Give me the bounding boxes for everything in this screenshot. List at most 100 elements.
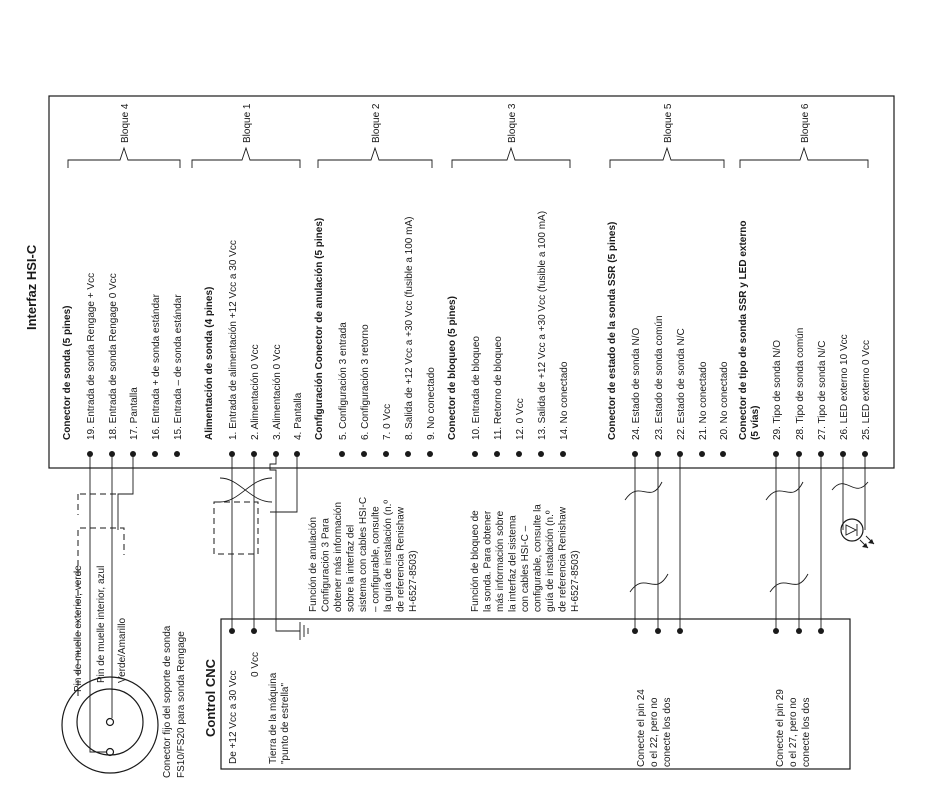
- label-supply: De +12 Vcc a 30 Vcc: [228, 670, 239, 764]
- pin-label: 7. 0 Vcc: [382, 404, 393, 440]
- pin-terminal: [516, 451, 522, 457]
- block-bracket: [317, 146, 433, 168]
- pin-label: 3. Alimentación 0 Vcc: [272, 344, 283, 440]
- pin-terminal: [560, 451, 566, 457]
- pin-label: 26. LED externo 10 Vcc: [839, 334, 850, 440]
- pin-label: 8. Salida de +12 Vcc a +30 Vcc (fusible …: [404, 217, 415, 440]
- ssr-type-wires: [765, 454, 822, 631]
- note-line: Conecte el pin 29: [775, 689, 786, 767]
- note-line: más información sobre: [495, 510, 506, 612]
- pin-label: 2. Alimentación 0 Vcc: [250, 344, 261, 440]
- note-line: sobre la interfaz del: [346, 525, 357, 612]
- note-line: Función de bloqueo de: [470, 510, 481, 612]
- pin-label: 19. Entrada de sonda Rengage + Vcc: [86, 273, 97, 440]
- block-bracket: [451, 146, 571, 168]
- hsi-c-box: [48, 95, 895, 469]
- note-line: Conecte el pin 24: [636, 689, 647, 767]
- pin-terminal: [699, 451, 705, 457]
- pin-label: 23. Estado de sonda común: [654, 315, 665, 440]
- cnc-control-title: Control CNC: [203, 658, 218, 737]
- pin-label: 24. Estado de sonda N/O: [631, 327, 642, 440]
- block-label-6: Bloque 6: [800, 103, 811, 143]
- outer-pin: [105, 747, 115, 757]
- pin-terminal: [339, 451, 345, 457]
- pin-label: 12. 0 Vcc: [515, 398, 526, 440]
- power-wires: [213, 454, 309, 640]
- note-line: obtener más información: [333, 502, 344, 612]
- pin-label: 21. No conectado: [698, 361, 709, 440]
- block-bracket: [191, 146, 301, 168]
- pin-label: 20. No conectado: [719, 361, 730, 440]
- pin-terminal: [538, 451, 544, 457]
- section-title: Conector de sonda (5 pines): [62, 306, 73, 440]
- pin-label: 6. Configuración 3 retorno: [360, 324, 371, 440]
- note-line: la sonda. Para obtener: [483, 510, 494, 612]
- note-line: sistema con cables HSI-C: [358, 497, 369, 612]
- label-green-yellow: Verde/Amarillo: [117, 618, 128, 683]
- pin-terminal: [383, 451, 389, 457]
- pin-terminal: [427, 451, 433, 457]
- pin-label: 4. Pantalla: [293, 392, 304, 440]
- note-line: conecte los dos: [662, 698, 673, 768]
- pin-label: 13. Salida de +12 Vcc a +30 Vcc (fusible…: [537, 211, 548, 440]
- pin-label: 5. Configuración 3 entrada: [338, 322, 349, 440]
- pin-label: 16. Entrada + de sonda estándar: [151, 293, 162, 440]
- probe-caption-2: FS10/FS20 para sonda Rengage: [176, 631, 187, 778]
- pin-terminal: [361, 451, 367, 457]
- label-outer-pin: Pin de muelle exterior, verde: [73, 565, 84, 692]
- label-ground-1: Tierra de la máquina: [268, 672, 279, 764]
- pin-label: 10. Entrada de bloqueo: [471, 336, 482, 440]
- note-line: con cables HSI-C –: [520, 525, 531, 612]
- block-label-5: Bloque 5: [663, 103, 674, 143]
- pin-terminal: [494, 451, 500, 457]
- section-title-2: (5 vías): [750, 406, 761, 440]
- pin-terminal: [720, 451, 726, 457]
- block-bracket: [739, 146, 869, 168]
- probe-wires: [77, 454, 134, 753]
- block-bracket: [67, 146, 181, 168]
- block-label-2: Bloque 1: [242, 103, 253, 143]
- pin-label: 14. No conectado: [559, 361, 570, 440]
- pin-label: 25. LED externo 0 Vcc: [861, 340, 872, 440]
- label-inner-pin: Pin de muelle interior, azul: [96, 566, 107, 683]
- inner-pin: [105, 717, 115, 727]
- note-line: de referencia Renishaw: [558, 506, 569, 612]
- note-line: la guía de instalación (n.º: [383, 500, 394, 612]
- note-line: de referencia Renishaw: [396, 506, 407, 612]
- pin-label: 9. No conectado: [426, 367, 437, 440]
- pin-label: 29. Tipo de sonda N/O: [772, 340, 783, 440]
- block-label-1: Bloque 4: [120, 103, 131, 143]
- cnc-control-box: [220, 618, 851, 770]
- pin-label: 11. Retorno de bloqueo: [493, 336, 504, 440]
- note-line: Configuración 3 Para: [321, 518, 332, 612]
- section-title: Configuración Conector de anulación (5 p…: [314, 218, 325, 440]
- block-bracket: [609, 146, 725, 168]
- pin-terminals: [87, 451, 868, 457]
- pin-label: 27. Tipo de sonda N/C: [817, 340, 828, 440]
- pin-terminal: [174, 451, 180, 457]
- section-title: Conector de bloqueo (5 pines): [447, 296, 458, 440]
- section-title: Conector de tipo de sonda SSR y LED exte…: [738, 221, 749, 440]
- pin-label: 28. Tipo de sonda común: [795, 328, 806, 440]
- note-line: configurable, consulte la: [533, 504, 544, 612]
- pin-label: 15. Entrada – de sonda estándar: [173, 294, 184, 440]
- label-ground-2: "punto de estrella": [280, 683, 291, 764]
- note-line: conecte los dos: [801, 698, 812, 768]
- label-zero-vdc: 0 Vcc: [250, 652, 261, 677]
- pin-terminal: [152, 451, 158, 457]
- block-label-3: Bloque 2: [371, 103, 382, 143]
- pin-label: 18. Entrada de sonda Rengage 0 Vcc: [108, 273, 119, 440]
- note-line: la interfaz del sistema: [508, 515, 519, 612]
- note-line: o el 27, pero no: [788, 697, 799, 767]
- note-line: o el 22, pero no: [649, 697, 660, 767]
- note-line: guía de instalación (n.º: [545, 510, 556, 612]
- pin-label: 1. Entrada de alimentación +12 Vcc a 30 …: [228, 240, 239, 440]
- note-line: – configurable, consulte: [371, 506, 382, 612]
- probe-caption-1: Conector fijo del soporte de sonda: [162, 625, 173, 778]
